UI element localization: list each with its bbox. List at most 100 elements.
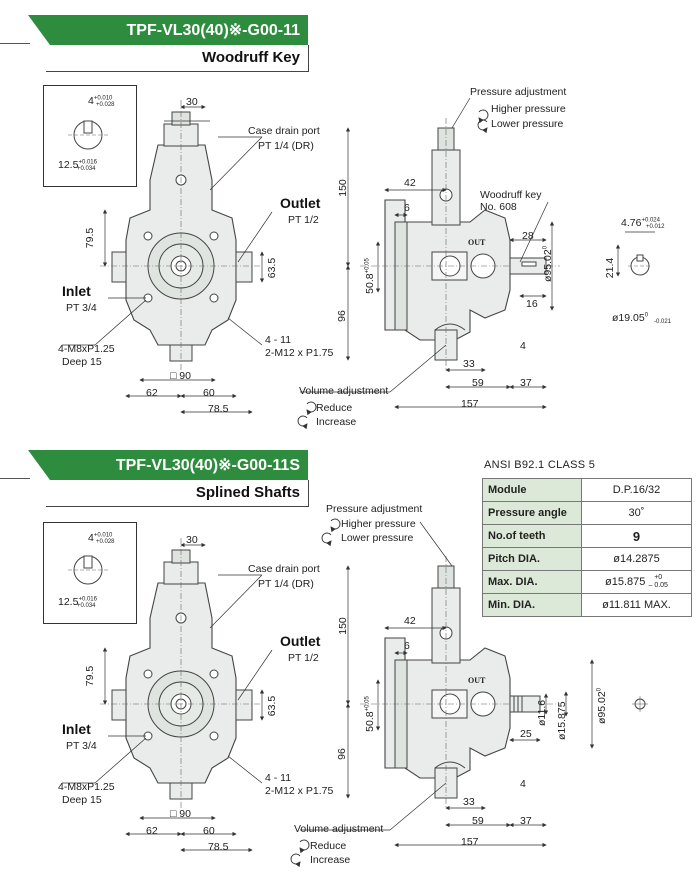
spec-value-max: ø15.875 +0– 0.05 — [581, 570, 692, 594]
dim-59-2: 59 — [472, 815, 484, 827]
case-drain-pt: PT 1/4 (DR) — [258, 140, 314, 152]
dim-150: 150 — [336, 179, 349, 197]
dim-19-05-tol: -0.021 — [654, 319, 672, 325]
dim-96: 96 — [335, 310, 348, 322]
volume-adj-label-2: Volume adjustment — [294, 823, 384, 835]
section-1-banner: TPF-VL30(40)※-G00-11 Woodruff Key — [0, 15, 309, 73]
dim-21-4: 21.4 — [604, 257, 617, 279]
dim-19-05: ø19.050 — [612, 312, 649, 324]
inlet-pt: PT 3/4 — [66, 302, 97, 314]
holes-spec: 4 - 11 — [265, 334, 292, 346]
lower-pressure-label: Lower pressure — [491, 118, 564, 130]
holes-spec-b2: 2-M12 x P1.75 — [265, 785, 334, 797]
outlet-pt: PT 1/2 — [288, 214, 319, 226]
dim-16: 16 — [526, 298, 538, 310]
section-1-subtitle-bar: Woodruff Key — [46, 45, 309, 72]
rotate-cw-icon-higher-1 — [478, 109, 489, 124]
dim-50-8-2: 50.8+0.05 — [363, 696, 376, 732]
rotate-icon-reduce-1 — [306, 401, 317, 416]
inlet-label: Inlet — [62, 283, 91, 299]
woodruff-key-no: No. 608 — [480, 201, 517, 213]
dim-79-5-2: 79.5 — [84, 665, 97, 687]
lower-pressure-label-2: Lower pressure — [341, 532, 414, 544]
spec-key: Pressure angle — [482, 501, 582, 525]
bolt-depth-2: Deep 15 — [62, 794, 102, 806]
key-detail — [628, 254, 652, 276]
spec-value: D.P.16/32 — [581, 478, 692, 502]
dim-78-5-2: 78.5 — [208, 841, 229, 853]
out-label-2: OUT — [468, 676, 486, 685]
holes-spec-b: 4 - 11 — [265, 772, 292, 784]
spec-value: ø14.2875 — [581, 547, 692, 571]
dimension-lines-2 — [62, 521, 595, 853]
dim-6: 6 — [404, 202, 410, 214]
spec-value: 9 — [581, 524, 692, 548]
dim-33-2: 33 — [463, 796, 475, 808]
dim-95-02: ø95.020 — [542, 245, 554, 282]
rotate-icon-increase-2 — [290, 853, 301, 868]
dim-63-5: 63.5 — [266, 257, 279, 279]
side-view-2 — [359, 555, 561, 809]
dim-90: □ 90 — [170, 370, 191, 382]
inset-top-dim: 4+0.010 — [88, 95, 113, 107]
dim-4-76: 4.76+0.024 — [621, 217, 660, 229]
reduce-label-2: Reduce — [310, 840, 347, 852]
spec-key: Min. DIA. — [482, 593, 582, 617]
dim-37-2: 37 — [520, 815, 532, 827]
case-drain-label-2: Case drain port — [248, 563, 320, 575]
dim-62-2: 62 — [146, 825, 158, 837]
dim-4-2: 4 — [520, 778, 526, 790]
dim-60-2: 60 — [203, 825, 215, 837]
pressure-adj-label-2: Pressure adjustment — [326, 503, 423, 515]
dim-4-76-tol: +0.012 — [646, 224, 665, 230]
case-drain-label: Case drain port — [248, 125, 320, 137]
woodruff-key-label: Woodruff key — [480, 189, 542, 201]
inset-bot-dim-2: 12.5+0.016 — [58, 596, 97, 608]
higher-pressure-label-2: Higher pressure — [341, 518, 416, 530]
table-row: Min. DIA.ø11.811 MAX. — [482, 593, 692, 617]
out-label: OUT — [468, 238, 486, 247]
dim-150-2: 150 — [336, 617, 349, 635]
dim-59: 59 — [472, 377, 484, 389]
outlet-label-2: Outlet — [280, 633, 321, 649]
dim-11-6: ø11.6 — [536, 699, 548, 726]
dim-33: 33 — [463, 358, 475, 370]
pressure-adj-label: Pressure adjustment — [470, 86, 567, 98]
dim-79-5: 79.5 — [84, 227, 97, 249]
bolt-spec-2: 4-M8xP1.25 — [58, 781, 115, 793]
dim-78-5: 78.5 — [208, 403, 229, 415]
section-2-subtitle: Splined Shafts — [195, 484, 300, 501]
spline-detail — [632, 696, 648, 712]
inset-bot-tol: +0.034 — [77, 166, 96, 172]
dim-37: 37 — [520, 377, 532, 389]
spec-table-title: ANSI B92.1 CLASS 5 — [484, 459, 596, 471]
inset-top-tol: +0.028 — [96, 102, 115, 108]
section-2-title-bar: TPF-VL30(40)※-G00-11S — [28, 450, 308, 480]
section-1-title: TPF-VL30(40)※-G00-11 — [126, 22, 300, 39]
inlet-label-2: Inlet — [62, 721, 91, 737]
dim-4: 4 — [520, 340, 526, 352]
inset-bot-tol-2: +0.034 — [77, 603, 96, 609]
inset-shaft-2 — [68, 555, 108, 585]
dim-42: 42 — [404, 177, 416, 189]
rotate-icon-reduce-2 — [299, 839, 310, 854]
bolt-spec: 4-M8xP1.25 — [58, 343, 115, 355]
section-1-subtitle: Woodruff Key — [201, 49, 300, 66]
dimension-lines-1 — [62, 97, 655, 415]
section-2-banner: TPF-VL30(40)※-G00-11S Splined Shafts — [0, 450, 309, 508]
volume-adj-label: Volume adjustment — [299, 385, 389, 397]
dim-50-8: 50.8+0.05 — [363, 258, 376, 294]
dim-157: 157 — [461, 398, 479, 410]
dim-42-2: 42 — [404, 615, 416, 627]
rotate-ccw-icon-lower-2 — [321, 532, 332, 547]
side-view-1 — [359, 117, 561, 371]
spec-key: No.of teeth — [482, 524, 582, 548]
spec-key: Module — [482, 478, 582, 502]
dim-95-02-2: ø95.020 — [596, 687, 608, 724]
higher-pressure-label: Higher pressure — [491, 103, 566, 115]
inset-shaft-1 — [68, 120, 108, 150]
